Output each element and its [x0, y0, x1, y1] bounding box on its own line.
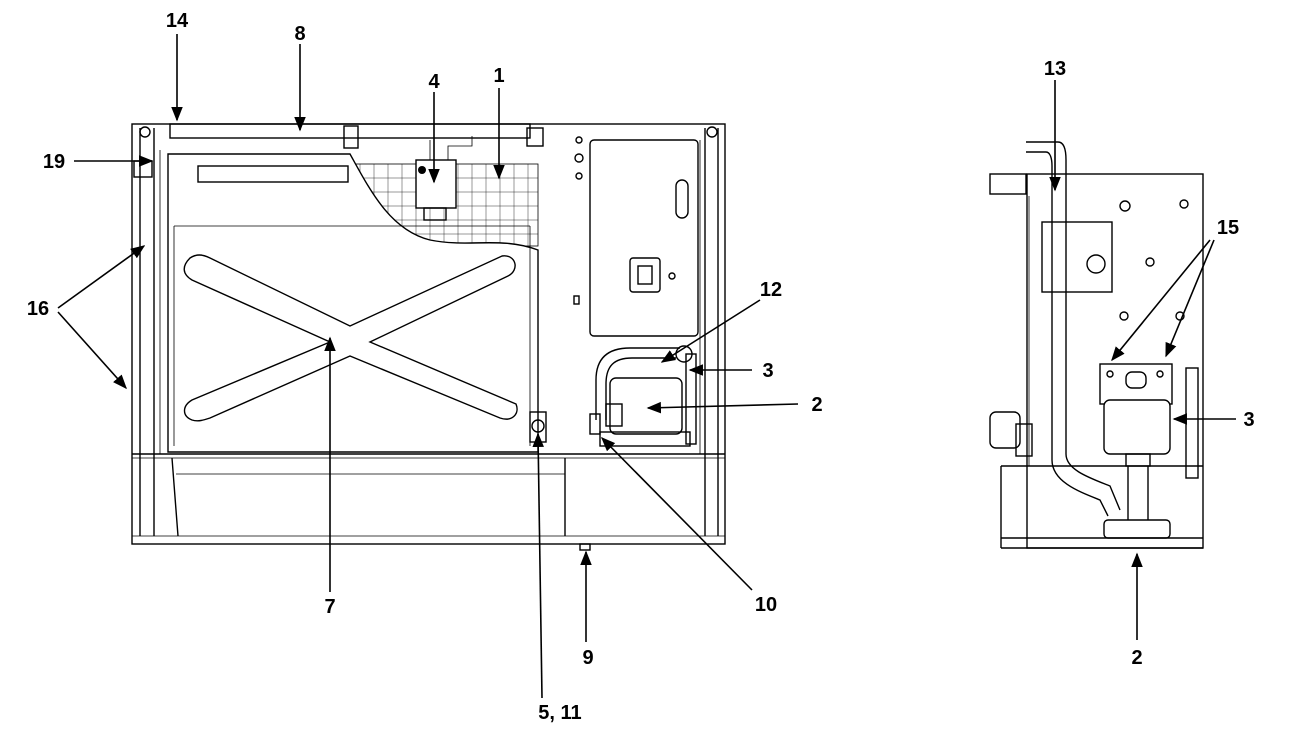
pump-base — [599, 431, 691, 447]
callout-labels: 14 8 4 1 19 16 12 3 2 7 10 9 5, 11 13 15… — [27, 10, 1255, 724]
callout-16: 16 — [27, 298, 49, 320]
side-valve — [989, 411, 1021, 449]
callout-3: 3 — [762, 360, 773, 382]
pump-hose — [595, 347, 680, 420]
callout-5-11: 5, 11 — [538, 702, 581, 724]
callout-3-side: 3 — [1243, 409, 1254, 431]
base-tray — [171, 457, 566, 537]
callout-15: 15 — [1217, 217, 1239, 239]
door-handle-rail — [197, 165, 349, 183]
control-panel — [589, 139, 699, 337]
callout-9: 9 — [582, 647, 593, 669]
callout-10: 10 — [755, 594, 777, 616]
switch-box — [415, 159, 457, 209]
side-pump-bracket — [1099, 363, 1173, 405]
callout-19: 19 — [43, 151, 65, 173]
left-bracket — [133, 160, 153, 178]
callout-12: 12 — [760, 279, 782, 301]
callout-8: 8 — [294, 23, 305, 45]
panel-slot — [675, 179, 689, 219]
side-top-lip — [989, 173, 1027, 195]
side-pump-body — [1103, 399, 1171, 455]
drain-hose — [1026, 141, 1121, 511]
callout-1: 1 — [493, 65, 504, 87]
callout-7: 7 — [324, 596, 335, 618]
power-switch — [629, 257, 661, 293]
callout-13: 13 — [1044, 58, 1066, 80]
side-pump-foot — [1103, 519, 1171, 539]
pump-body — [609, 377, 683, 435]
door-panel — [167, 153, 539, 453]
x-brace — [183, 254, 518, 422]
side-mount-plate — [1041, 221, 1113, 293]
drain-fitting — [579, 543, 591, 551]
callout-14: 14 — [166, 10, 189, 32]
callout-2: 2 — [811, 394, 822, 416]
callout-4: 4 — [428, 71, 440, 93]
front-view — [131, 123, 726, 551]
callout-2-side: 2 — [1131, 647, 1142, 669]
side-view — [989, 141, 1204, 549]
door-hinge — [531, 419, 545, 433]
side-view-leaders — [1049, 80, 1236, 640]
side-cabinet — [1026, 173, 1204, 549]
top-spray-bar — [169, 123, 531, 139]
front-view-leaders — [57, 34, 799, 699]
